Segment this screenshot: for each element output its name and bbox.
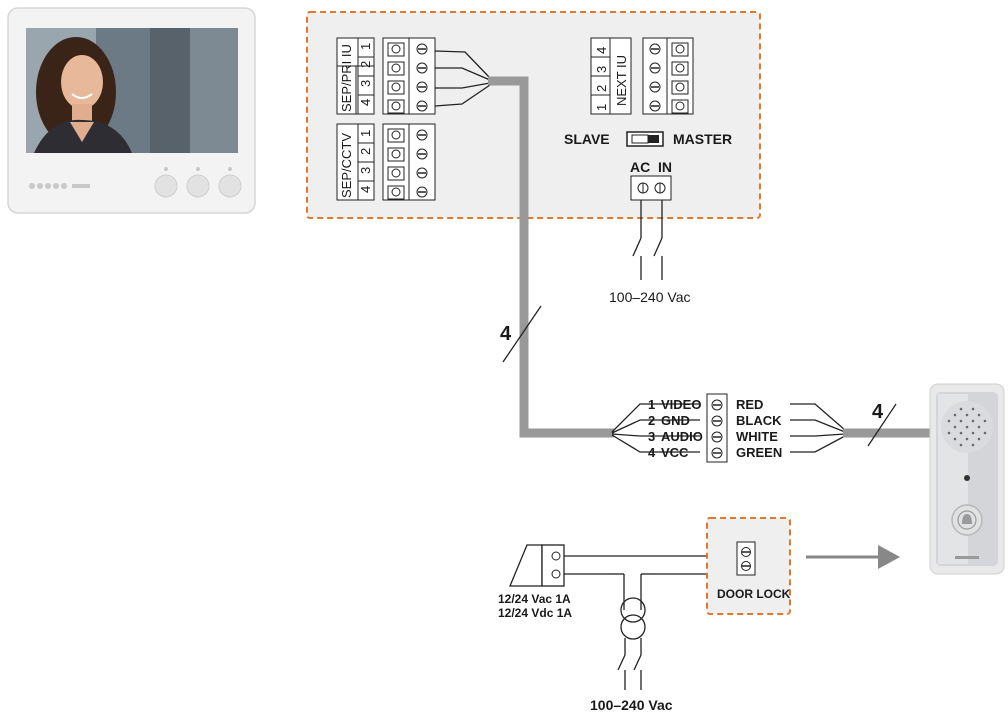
conductor-count-left: 4 [500, 323, 512, 345]
next-pin-2: 2 [594, 85, 609, 92]
bus-cable: 4 [434, 50, 700, 453]
monitor-button-3[interactable] [218, 174, 242, 198]
terminal-next-iu [642, 37, 694, 115]
door-station-speaker-grille [941, 401, 993, 453]
door-lock-box: DOOR LOCK [706, 517, 791, 615]
sep-pri-pin-3: 3 [358, 80, 373, 87]
sep-pri-pin-1: 1 [358, 43, 373, 50]
sep-cctv-pin-1: 1 [358, 130, 373, 137]
sep-cctv-pin-3: 3 [358, 167, 373, 174]
connector-sep-cctv: SEP/CCTV 1 2 3 4 [336, 123, 375, 201]
sep-pri-pin-2: 2 [358, 61, 373, 68]
sep-cctv-pin-2: 2 [358, 148, 373, 155]
tb-wire-1: RED [736, 397, 763, 412]
monitor-button-1[interactable] [154, 174, 178, 198]
mains-label-bottom: 100–240 Vac [590, 697, 673, 713]
tb-signal-1: VIDEO [661, 397, 701, 412]
tb-num-2: 2 [648, 413, 655, 428]
ac-in-terminal: AC IN [630, 159, 672, 201]
sep-pri-pin-4: 4 [358, 99, 373, 106]
tb-signal-2: GND [661, 413, 690, 428]
next-pin-3: 3 [594, 66, 609, 73]
door-station [929, 383, 1005, 575]
arrow-right-icon [806, 545, 900, 569]
door-lock-label: DOOR LOCK [717, 587, 791, 601]
tb-num-4: 4 [648, 445, 656, 460]
terminal-sep-pri [382, 37, 436, 115]
tb-wire-2: BLACK [736, 413, 782, 428]
door-station-camera [964, 475, 970, 481]
next-pin-1: 1 [594, 104, 609, 111]
monitor-speaker-grille [29, 183, 90, 189]
bus-cable-right: 4 [790, 401, 932, 453]
connector-sep-pri-label: SEP/PRI IU [339, 44, 354, 112]
monitor-button-2[interactable] [186, 174, 210, 198]
slave-master-switch[interactable]: SLAVE MASTER [564, 131, 732, 147]
connector-next-label: NEXT IU [614, 55, 629, 106]
connector-sep-pri: SEP/PRI IU 1 2 3 4 [336, 37, 375, 115]
sep-cctv-pin-4: 4 [358, 186, 373, 193]
connector-next-iu: 4 3 2 1 NEXT IU [590, 37, 632, 115]
mains-label-top: 100–240 Vac [609, 289, 690, 305]
next-pin-4: 4 [594, 47, 609, 54]
lock-circuit [509, 544, 740, 690]
tb-wire-4: GREEN [736, 445, 782, 460]
ac-in-label: AC IN [630, 159, 672, 175]
switch-slave-label: SLAVE [564, 131, 610, 147]
mains-switch-top [632, 200, 663, 280]
tb-num-3: 3 [648, 429, 655, 444]
tb-wire-3: WHITE [736, 429, 778, 444]
tb-num-1: 1 [648, 397, 655, 412]
tb-signal-3: AUDIO [661, 429, 703, 444]
terminal-sep-cctv [382, 123, 436, 201]
conductor-count-right: 4 [872, 401, 884, 423]
tb-signal-4: VCC [661, 445, 689, 460]
video-monitor [7, 7, 256, 214]
lock-power-label-ac: 12/24 Vac 1A [498, 592, 571, 606]
switch-master-label: MASTER [673, 131, 732, 147]
lock-power-label-dc: 12/24 Vdc 1A [498, 606, 572, 620]
connector-sep-cctv-label: SEP/CCTV [339, 133, 354, 198]
bell-icon [962, 514, 972, 524]
terminal-block: 1 VIDEO 2 GND 3 AUDIO 4 VCC RED BLACK WH… [648, 393, 782, 463]
call-button[interactable] [951, 504, 983, 536]
monitor-screen-photo [26, 28, 238, 153]
